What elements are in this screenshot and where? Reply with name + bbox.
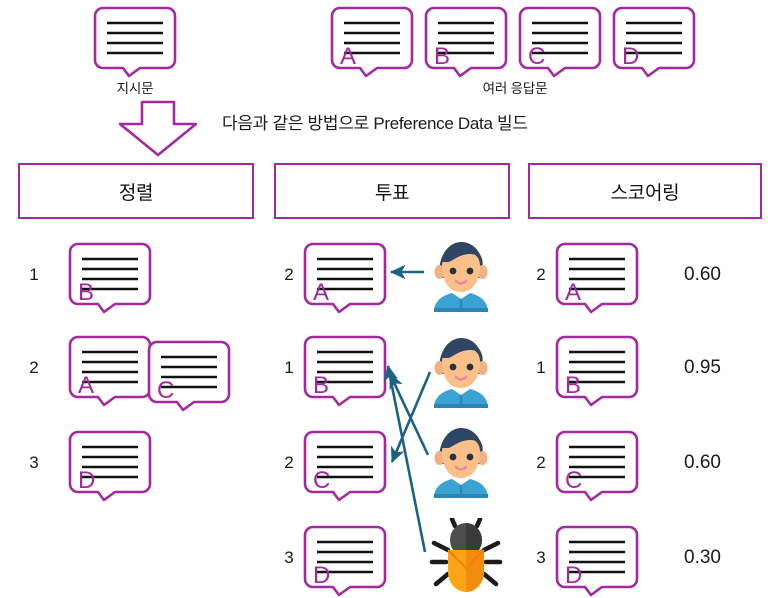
scoring-rank-1: 2 [536,265,546,284]
bubble-letter: D [78,467,95,494]
voting-bubble-c: C [303,430,387,502]
flow-description: 다음과 같은 방법으로 Preference Data 빌드 [222,114,528,133]
score-value-a: 0.60 [684,264,721,285]
voting-bubble-a: A [303,242,387,314]
bubble-letter: D [622,43,639,70]
sorting-bubble-c: C [147,340,231,412]
response-bubble-b: B [424,6,508,78]
column-header-label: 투표 [374,182,410,204]
vote-arrow-3 [388,373,430,456]
column-header-scoring: 스코어링 [528,163,762,219]
sorting-bubble-a: A [68,335,152,407]
bubble-letter: B [78,279,94,306]
bubble-letter: A [78,372,94,399]
voting-rank-2: 1 [284,358,294,377]
bubble-letter: C [313,467,330,494]
column-header-voting: 투표 [274,163,510,219]
scoring-bubble-b: B [555,335,639,407]
bug-icon [428,518,504,594]
score-value-c: 0.60 [684,452,721,473]
response-bubble-d: D [612,6,696,78]
sorting-rank-2: 2 [29,358,39,377]
voter-avatar-1 [425,234,497,312]
column-header-label: 스코어링 [610,182,680,204]
column-header-label: 정렬 [118,182,154,204]
instruction-caption: 지시문 [116,81,154,96]
voting-rank-4: 3 [284,548,294,567]
sorting-bubble-b: B [68,242,152,314]
bubble-letter: A [565,279,581,306]
voting-rank-1: 2 [284,265,294,284]
scoring-rank-3: 2 [536,453,546,472]
response-bubble-c: C [518,6,602,78]
voter-avatar-2 [425,330,497,408]
scoring-rank-2: 1 [536,358,546,377]
column-header-sorting: 정렬 [18,163,254,219]
bubble-letter: D [313,562,330,589]
bubble-letter: C [528,43,545,70]
bubble-letter: C [565,467,582,494]
bubble-letter: A [313,279,329,306]
bubble-letter: B [313,372,329,399]
scoring-bubble-a: A [555,242,639,314]
down-arrow-icon [116,100,200,163]
score-value-b: 0.95 [684,357,721,378]
instruction-bubble [93,6,177,78]
voting-bubble-d: D [303,525,387,597]
scoring-bubble-c: C [555,430,639,502]
bubble-letter: B [565,372,581,399]
responses-caption: 여러 응답문 [482,81,548,96]
scoring-bubble-d: D [555,525,639,597]
scoring-rank-4: 3 [536,548,546,567]
score-value-d: 0.30 [684,547,721,568]
bubble-letter: A [340,43,356,70]
voter-avatar-3 [425,420,497,498]
sorting-rank-3: 3 [29,453,39,472]
voting-bubble-b: B [303,335,387,407]
voting-rank-3: 2 [284,453,294,472]
bubble-letter: D [565,562,582,589]
bubble-letter: B [434,43,450,70]
vote-arrow-4 [383,364,427,553]
bubble-letter: C [157,377,174,404]
sorting-bubble-d: D [68,430,152,502]
sorting-rank-1: 1 [29,265,39,284]
response-bubble-a: A [330,6,414,78]
